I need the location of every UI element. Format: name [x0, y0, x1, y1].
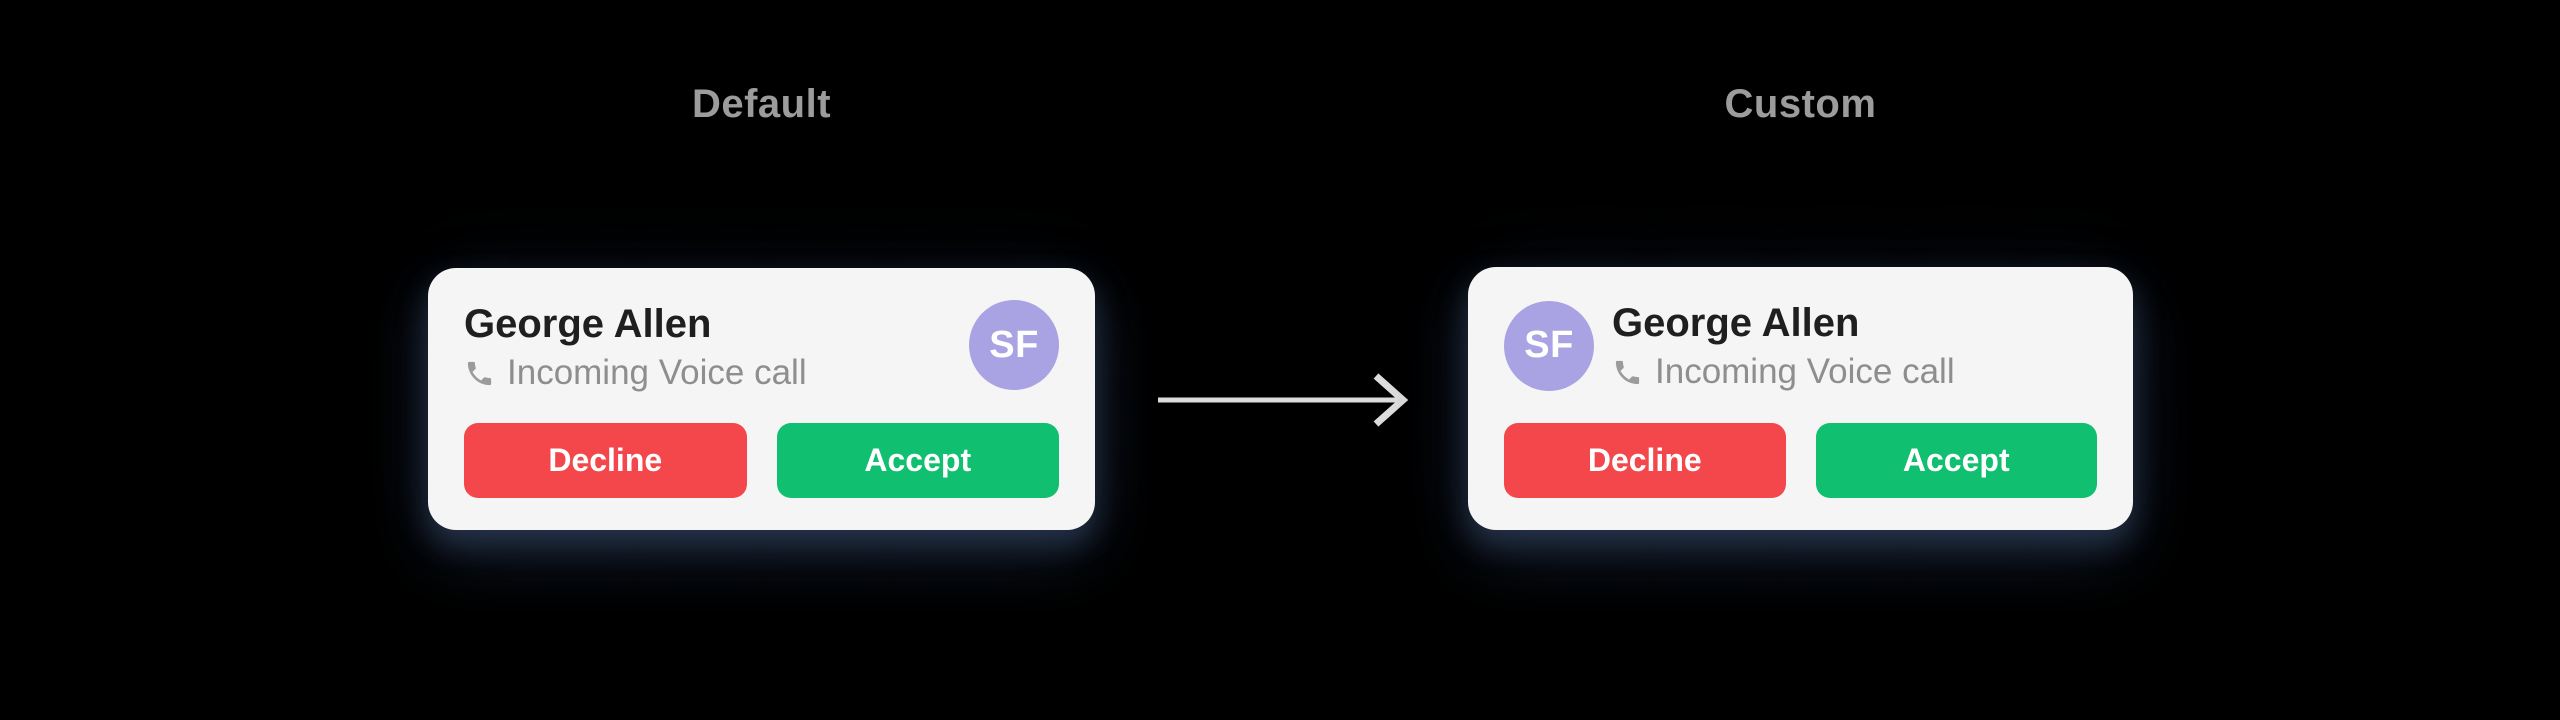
decline-button[interactable]: Decline	[1504, 423, 1786, 498]
call-status: Incoming Voice call	[464, 353, 807, 393]
arrow-right-icon	[1158, 373, 1409, 427]
call-status: Incoming Voice call	[1612, 352, 1955, 392]
accept-button[interactable]: Accept	[776, 423, 1059, 498]
accept-button[interactable]: Accept	[1815, 423, 2097, 498]
caller-name: George Allen	[1612, 301, 1860, 345]
variant-label-custom: Custom	[1724, 82, 1877, 126]
card-header: SF George Allen Incoming Voice call	[1504, 299, 2097, 392]
card-actions: Decline Accept	[464, 423, 1059, 498]
incoming-call-card-custom: SF George Allen Incoming Voice call Decl…	[1468, 267, 2133, 530]
variant-label-default: Default	[691, 82, 832, 126]
avatar-initials: SF	[1524, 324, 1574, 366]
caller-name: George Allen	[464, 302, 712, 346]
incoming-call-card-default: George Allen Incoming Voice call SF Decl…	[428, 268, 1095, 530]
caller-info: George Allen Incoming Voice call	[1612, 299, 1955, 392]
avatar: SF	[1504, 300, 1594, 391]
decline-button[interactable]: Decline	[464, 423, 747, 498]
avatar: SF	[969, 300, 1059, 390]
call-status-text: Incoming Voice call	[1655, 352, 1955, 391]
phone-receiver-icon	[1612, 357, 1643, 388]
card-actions: Decline Accept	[1504, 423, 2097, 498]
card-header: George Allen Incoming Voice call SF	[464, 300, 1059, 393]
phone-receiver-icon	[464, 358, 495, 389]
avatar-initials: SF	[989, 323, 1039, 366]
call-status-text: Incoming Voice call	[507, 353, 807, 392]
caller-info: George Allen Incoming Voice call	[464, 300, 807, 393]
